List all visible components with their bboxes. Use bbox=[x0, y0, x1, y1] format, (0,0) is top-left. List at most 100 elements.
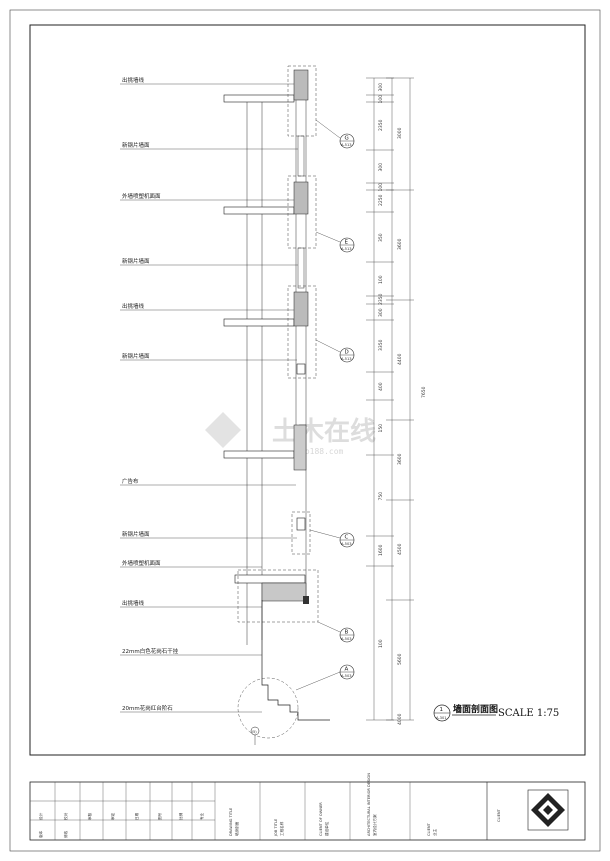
svg-text:E: E bbox=[345, 240, 349, 246]
title-block-cell: 校对 bbox=[63, 812, 68, 820]
svg-text:A-503: A-503 bbox=[341, 542, 352, 546]
callout-10: 出挑墙线 bbox=[122, 599, 145, 607]
sheet-outer-border bbox=[9, 9, 601, 852]
title-block-column-text: 建设单位 bbox=[324, 821, 329, 836]
callout-4: 新钢片墙面 bbox=[122, 257, 150, 265]
callout-labels: 出挑墙线 新钢片墙面 外墙喷塑机面面 新钢片墙面 出挑墙线 新钢片墙面 广告布 … bbox=[122, 76, 179, 712]
title-block-cell: 修改 bbox=[63, 830, 68, 838]
dim-value-inner: 100 bbox=[378, 183, 384, 192]
dim-value-inner: 100 bbox=[378, 275, 384, 284]
dim-value-outer: 3600 bbox=[397, 453, 403, 465]
dim-value-outer: 4500 bbox=[397, 543, 403, 555]
dim-value-inner: 400 bbox=[378, 382, 384, 391]
centerline-marker bbox=[250, 726, 260, 736]
wall-sections bbox=[237, 65, 319, 623]
svg-text:G: G bbox=[345, 136, 349, 142]
title-ref-top: 1 bbox=[440, 707, 444, 713]
callout-12: 20mm花岗红台阶石 bbox=[122, 704, 173, 712]
callout-2: 新钢片墙面 bbox=[122, 141, 150, 149]
svg-text:B: B bbox=[345, 630, 349, 636]
dim-value-inner: 150 bbox=[378, 424, 384, 433]
base-detail: (5) bbox=[237, 600, 330, 745]
title-block-cell: 日期 bbox=[134, 812, 139, 820]
dim-value-outer: 4400 bbox=[397, 353, 403, 365]
callout-1: 出挑墙线 bbox=[122, 76, 145, 84]
detail-ref-g: G A-513 bbox=[315, 119, 355, 149]
title-block-column-text: 业主 bbox=[432, 828, 437, 836]
dim-value-inner: 750 bbox=[378, 492, 384, 501]
dim-value-inner: 300 bbox=[378, 163, 384, 172]
detail-ref-c: C A-503 bbox=[309, 529, 355, 548]
dim-value-outer: 4000 bbox=[397, 713, 403, 725]
detail-ref-b: B A-503 bbox=[317, 621, 355, 643]
drawing-title: 墙面剖面图 bbox=[453, 703, 498, 715]
title-block-cell: 审定 bbox=[110, 812, 115, 820]
detail-ref-e: E A-513 bbox=[315, 231, 355, 253]
title-block-cell: 专业 bbox=[199, 812, 204, 820]
callout-11: 22mm白色花岗石干挂 bbox=[122, 647, 179, 655]
dim-value-inner: 3350 bbox=[378, 339, 384, 351]
title-block-column-text: 工程名称 bbox=[279, 821, 284, 836]
dim-value-inner: 1600 bbox=[378, 544, 384, 556]
title-block-column-text: DRAWING TITLE bbox=[229, 807, 233, 836]
dim-value-inner: 300 bbox=[378, 308, 384, 317]
title-block-cell: 设计 bbox=[38, 812, 43, 820]
dim-value-inner: 2350 bbox=[378, 293, 384, 305]
logo-label: CLIENT bbox=[497, 808, 501, 822]
svg-text:A: A bbox=[345, 667, 349, 673]
title-block-cell: 版本 bbox=[38, 830, 43, 838]
watermark-text: 土木在线 bbox=[272, 417, 376, 447]
dim-value-inner: 2350 bbox=[378, 119, 384, 131]
dimension-lines bbox=[373, 78, 411, 720]
title-block-cell: 审核 bbox=[87, 812, 92, 820]
title-block-cell: 图号 bbox=[157, 812, 162, 820]
watermark-sub: co188.com bbox=[300, 447, 344, 456]
svg-text:A-503: A-503 bbox=[341, 674, 352, 678]
title-block-column-text: CLIENT OF OWNER bbox=[319, 802, 323, 836]
dim-value-inner: 350 bbox=[378, 233, 384, 242]
dim-value-outer: 3600 bbox=[397, 238, 403, 250]
drawing-scale: SCALE 1:75 bbox=[498, 708, 559, 719]
dim-value-inner: 2250 bbox=[378, 194, 384, 206]
detail-refs: G A-513 E A-513 D A-513 C A-503 bbox=[295, 119, 355, 691]
title-block-column-text: 墙身剖面 bbox=[234, 821, 239, 836]
title-block-column-text: 室内设计方案 bbox=[372, 814, 377, 836]
callout-7: 广告布 bbox=[122, 477, 139, 485]
watermark-logo-icon bbox=[205, 412, 241, 448]
dim-value-outer: 5600 bbox=[397, 653, 403, 665]
wall-lines bbox=[246, 70, 307, 645]
callout-6: 新钢片墙面 bbox=[122, 352, 150, 360]
centerline-marker-label: (5) bbox=[252, 730, 258, 734]
svg-text:A-513: A-513 bbox=[341, 357, 352, 361]
dim-value-inner: 100 bbox=[378, 95, 384, 104]
svg-text:A-503: A-503 bbox=[341, 637, 352, 641]
detail-ref-a: A A-503 bbox=[295, 664, 355, 691]
detail-ref-d: D A-513 bbox=[315, 339, 355, 363]
title-block-column-text: CLIENT bbox=[427, 822, 431, 836]
dimension-ticks-inner bbox=[366, 77, 394, 721]
detail-circle bbox=[237, 677, 299, 739]
dimension-values-inner: 3001002350300100225035010023503003350400… bbox=[378, 83, 384, 648]
drawing-title-block: 1 A-301 墙面剖面图 SCALE 1:75 bbox=[433, 703, 559, 722]
title-block-cell: 比例 bbox=[178, 812, 183, 820]
title-block-column-text: ARCHITECTURAL INTERIOR DESIGN bbox=[367, 773, 371, 836]
callout-9: 外墙喷塑机面面 bbox=[122, 559, 161, 567]
title-block-column-text: JOB TITLE bbox=[274, 818, 278, 837]
svg-text:A-513: A-513 bbox=[341, 143, 352, 147]
dimension-ticks-outer bbox=[386, 77, 414, 721]
title-ref-bottom: A-301 bbox=[436, 716, 447, 720]
overall-dimension: 7650 bbox=[421, 386, 427, 398]
logo-icon bbox=[527, 789, 569, 831]
svg-text:C: C bbox=[345, 535, 349, 541]
dim-value-inner: 100 bbox=[378, 639, 384, 648]
callout-8: 新钢片墙面 bbox=[122, 530, 150, 538]
watermark: 土木在线 co188.com bbox=[205, 412, 376, 456]
svg-text:A-513: A-513 bbox=[341, 247, 352, 251]
callout-5: 出挑墙线 bbox=[122, 302, 145, 310]
callout-3: 外墙喷塑机面面 bbox=[122, 192, 161, 200]
